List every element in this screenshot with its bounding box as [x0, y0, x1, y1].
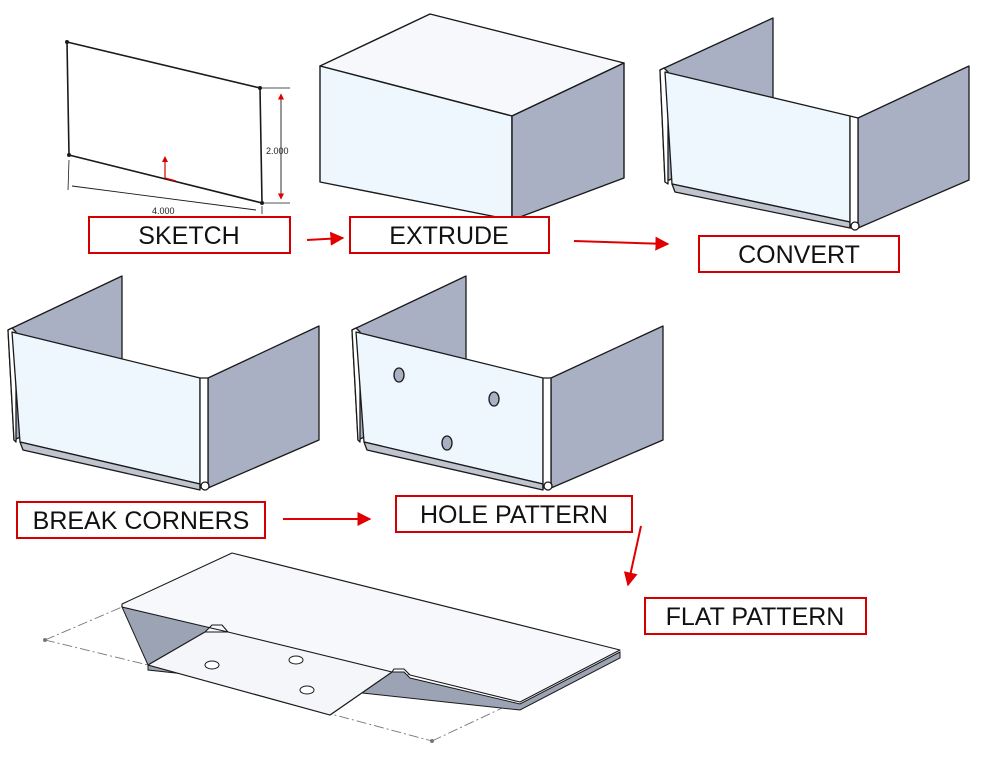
hole	[299, 685, 315, 695]
step-label-convert: CONVERT	[698, 235, 900, 273]
step-label-break-corners: BREAK CORNERS	[16, 501, 266, 539]
sketch-drawing: 2.000 4.000	[65, 40, 290, 216]
hole	[488, 391, 500, 407]
hole	[393, 367, 405, 383]
step-label-hole-pattern: HOLE PATTERN	[395, 495, 633, 533]
step-label-extrude: EXTRUDE	[349, 216, 550, 254]
dimension-width-text: 4.000	[152, 206, 175, 216]
step-label-extrude-text: EXTRUDE	[389, 222, 508, 250]
step-label-convert-text: CONVERT	[738, 241, 860, 269]
dimension-height-text: 2.000	[266, 146, 289, 156]
break-corners-part	[7, 275, 320, 491]
hole	[288, 655, 304, 665]
hole	[204, 660, 220, 670]
step-label-sketch: SKETCH	[88, 216, 291, 254]
arrow-sketch-to-extrude	[306, 231, 345, 246]
hole	[441, 435, 453, 451]
arrow-extrude-to-convert	[573, 236, 670, 251]
step-label-sketch-text: SKETCH	[138, 222, 239, 250]
step-label-break-corners-text: BREAK CORNERS	[33, 507, 250, 535]
hole-pattern-part	[351, 275, 664, 491]
step-label-flat-pattern: FLAT PATTERN	[644, 597, 867, 635]
arrow-hole-to-flat	[623, 525, 642, 587]
extruded-box	[319, 13, 625, 221]
converted-sheet-metal	[659, 17, 970, 231]
step-label-hole-pattern-text: HOLE PATTERN	[420, 501, 608, 529]
step-label-flat-pattern-text: FLAT PATTERN	[666, 603, 845, 631]
flat-pattern-part	[43, 552, 621, 743]
